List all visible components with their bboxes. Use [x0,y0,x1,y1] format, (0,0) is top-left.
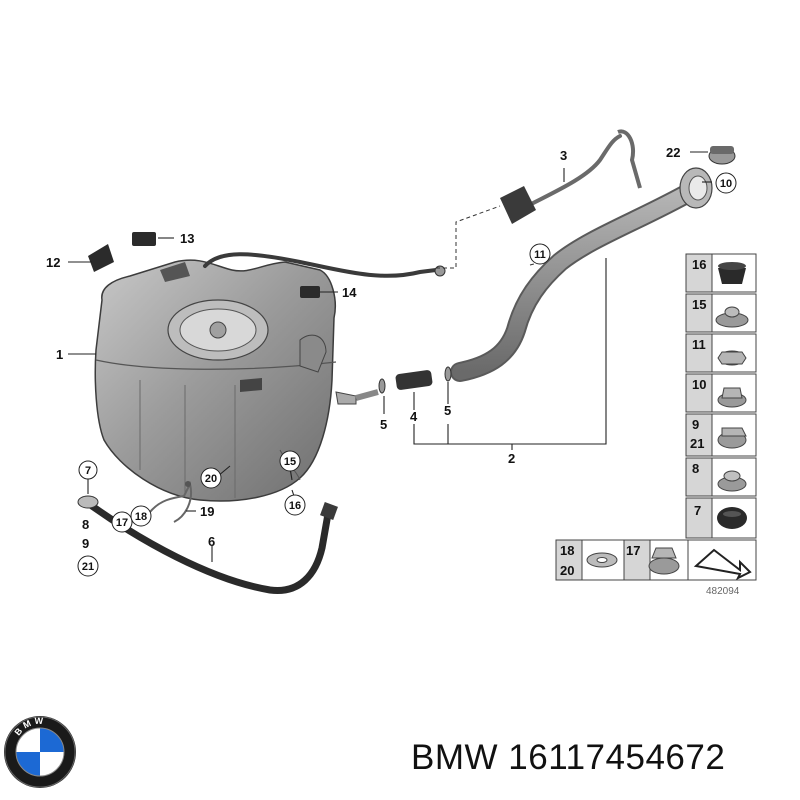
callouts: 1 12 13 14 3 22 5 4 5 2 6 19 8 9 [46,145,680,551]
callout-22: 22 [666,145,680,160]
legend-label-10: 10 [692,377,706,392]
bmw-logo: BMW [4,716,76,788]
brand-name: BMW [411,738,499,777]
nut-icon [648,557,680,575]
hose-piece-4 [395,370,433,390]
filler-cap [708,146,736,165]
legend-label-9: 9 [692,417,699,432]
dashed-leader [436,205,501,269]
leader-lines [68,151,712,562]
legend-label-11: 11 [692,337,706,352]
legend-label-17: 17 [626,543,640,558]
direction-arrow-icon [693,548,752,581]
bracket-19 [149,481,192,523]
tank-strap [88,502,332,594]
fuel-tank [94,259,357,502]
clamp-5-left [378,378,386,394]
circled-callouts: 10 11 7 21 20 15 16 17 18 [77,172,737,577]
callout-18: 18 [135,511,147,523]
callout-12: 12 [46,255,60,270]
callout-13: 13 [180,231,194,246]
clamp-5-right [444,366,452,382]
callout-5-right: 5 [444,403,451,418]
strap-washer [77,495,99,509]
callout-1: 1 [56,347,63,362]
callout-10: 10 [720,178,732,190]
pad-14 [300,286,320,298]
callout-19: 19 [200,504,214,519]
part-number: 16117454672 [508,738,726,777]
footer-part-label: BMW 16117454672 [411,738,725,778]
legend-label-16: 16 [692,257,706,272]
callout-8: 8 [82,517,89,532]
diagram-code: 482094 [706,586,740,597]
callout-6: 6 [208,534,215,549]
pad-12 [88,244,114,272]
callout-17: 17 [116,517,128,529]
callout-11: 11 [534,249,546,261]
grommet-icon [717,507,747,529]
callout-21: 21 [82,561,94,573]
legend-label-18: 18 [560,543,574,558]
pad-13 [132,232,156,246]
legend-label-15: 15 [692,297,706,312]
vent-hose [203,252,438,278]
callout-20: 20 [205,473,217,485]
callout-7: 7 [85,465,91,477]
filler-pipe [450,167,713,382]
callout-4: 4 [410,409,418,424]
callout-16: 16 [289,500,301,512]
legend-label-8: 8 [692,461,699,476]
callout-9: 9 [82,536,89,551]
parts-legend: 16 15 11 10 9 21 8 7 [555,253,757,597]
callout-15: 15 [284,456,296,468]
callout-2: 2 [508,451,515,466]
callout-5-left: 5 [380,417,387,432]
legend-label-7: 7 [694,503,701,518]
legend-label-20: 20 [560,563,574,578]
callout-3: 3 [560,148,567,163]
grommet-icon [718,268,746,284]
breather-line [514,134,622,214]
breather-clip [500,186,536,224]
legend-label-21: 21 [690,436,704,451]
callout-14: 14 [342,285,357,300]
